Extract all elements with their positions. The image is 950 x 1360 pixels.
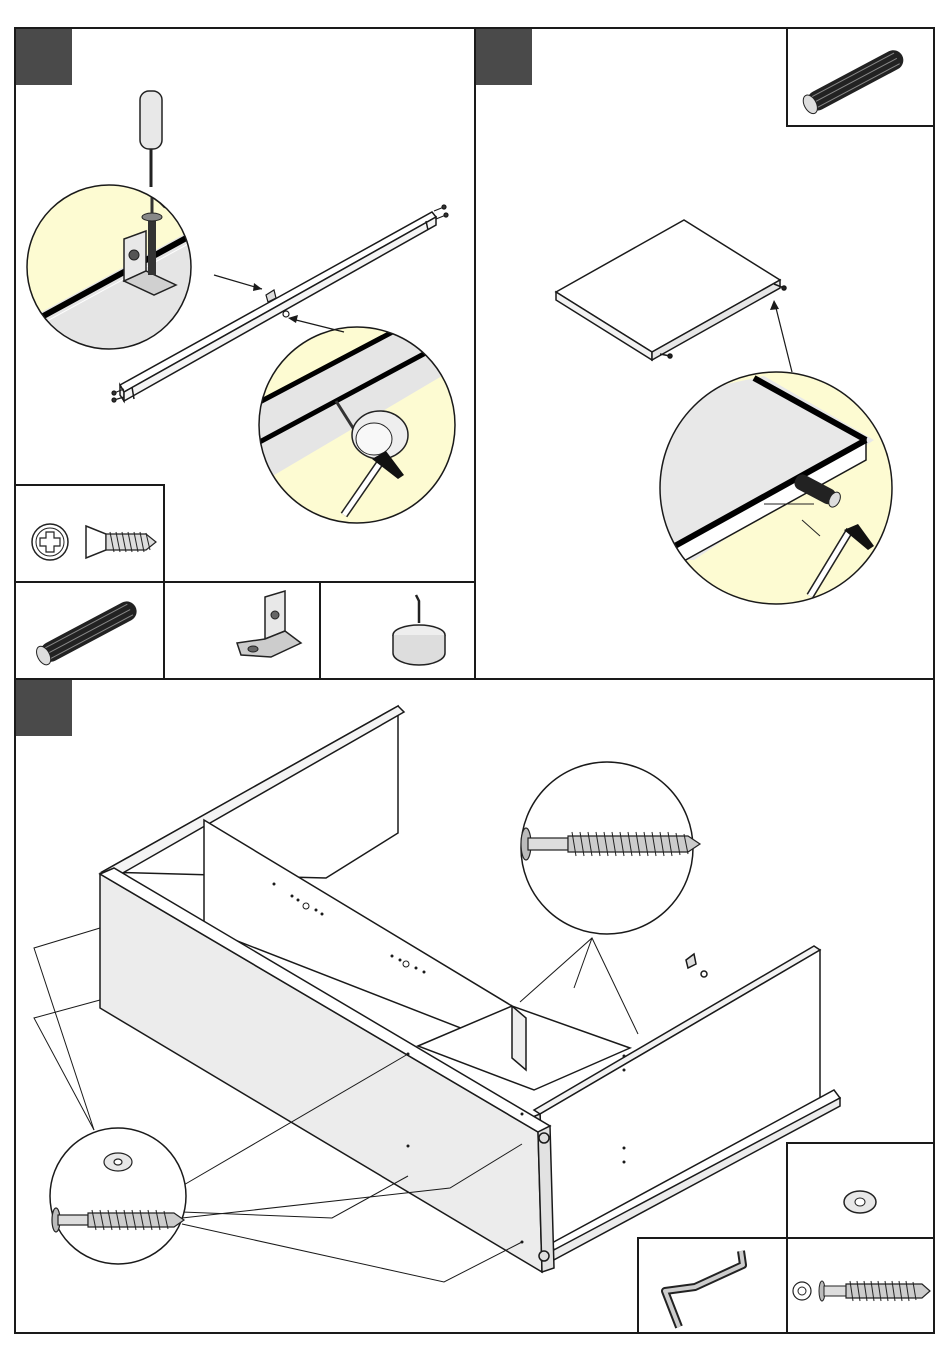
bracket-detail-zoom [14,93,234,367]
cabinet-carcass [100,706,840,1272]
part-cell-wood-dowel [14,581,165,680]
cross-screw-icon [16,486,163,581]
part-cell-allen-key [637,1237,788,1334]
cap-screw-detail-zoom [50,1128,186,1264]
screwdriver [140,91,162,187]
part-cell-angle-bracket [163,581,321,680]
wood-dowel-icon [16,583,163,678]
shelf-board [556,220,786,360]
part-cell-cam-cap [786,1142,935,1239]
cam-cap-icon [788,1144,933,1237]
part-cell-washer-screw [786,1237,935,1334]
step-a-illustration [14,27,476,487]
part-cell-wood-dowel-b [786,27,935,127]
washer-screw-icon [788,1239,933,1332]
furniture-glide-nail-icon [321,583,474,678]
step-b-number-tab [476,29,532,85]
angle-bracket-icon [165,583,319,678]
part-cell-cross-screw [14,484,165,583]
part-cell-glide-nail [319,581,476,680]
step-b-illustration [474,140,935,660]
dowel-detail-zoom [654,372,892,604]
wood-dowel-icon-b [788,29,933,125]
allen-key-icon [639,1239,786,1332]
